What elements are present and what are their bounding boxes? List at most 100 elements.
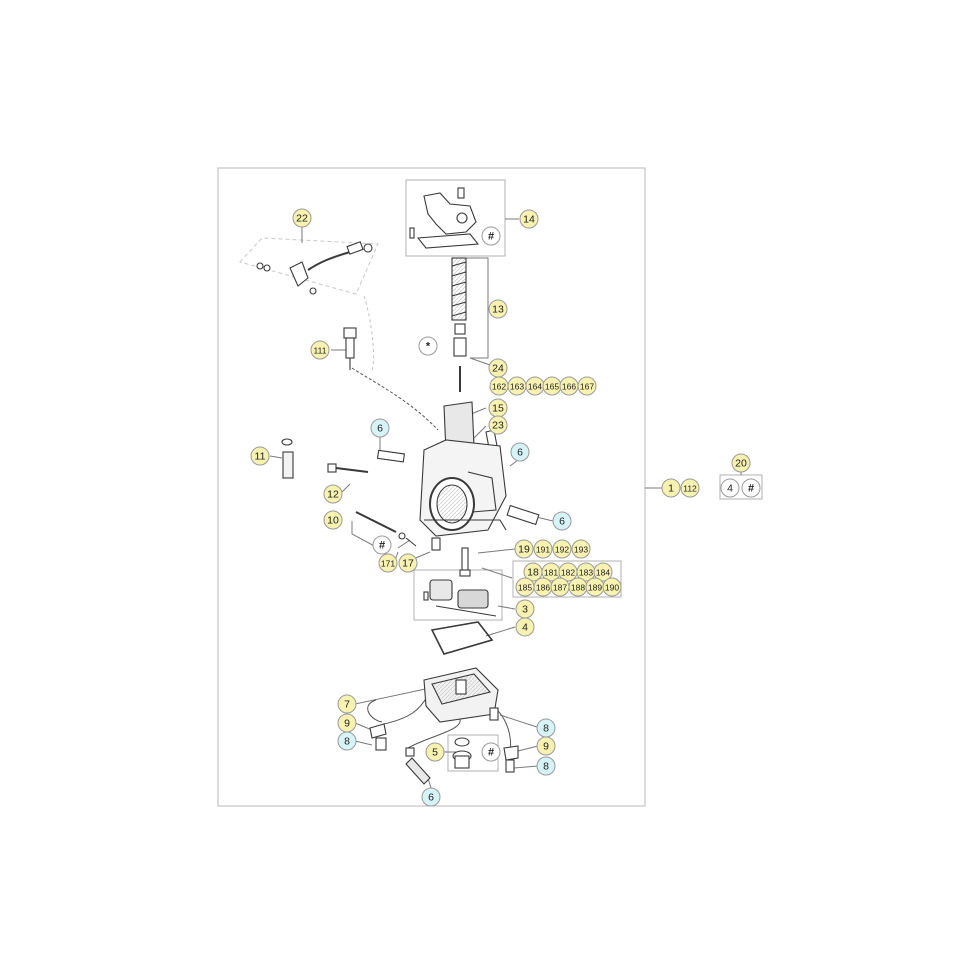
callout-label: *: [426, 341, 431, 353]
callout-label: 13: [492, 304, 504, 316]
callout-label: 190: [605, 583, 619, 593]
callout-9b: 9: [536, 736, 556, 756]
callout-112: 112: [680, 478, 700, 498]
callout-label: 183: [579, 568, 593, 578]
jet-17-part: [431, 537, 441, 551]
callout-circle: [488, 415, 508, 435]
callout-6c: 6: [552, 511, 572, 531]
callout-19: 19: [514, 539, 534, 559]
callout-label: 181: [544, 568, 558, 578]
callout-163: 163: [507, 376, 527, 396]
callout-label: 4: [727, 483, 733, 495]
callout-label: 162: [492, 382, 506, 392]
callout-label: 186: [536, 583, 550, 593]
callout-23: 23: [488, 415, 508, 435]
callout-label: 3: [522, 604, 528, 616]
callout-circle: [337, 731, 357, 751]
callout-22: 22: [292, 208, 312, 228]
plug-right-part: [506, 504, 540, 526]
bolt-right-bottom-part: [505, 759, 515, 773]
callout-circle: [593, 562, 613, 582]
callout-label: 22: [296, 213, 308, 225]
part-list-18-box: [512, 560, 622, 598]
callout-label: 6: [559, 516, 565, 528]
callout-3: 3: [515, 599, 535, 619]
idle-screw-part: [343, 327, 357, 370]
callout-label: 8: [344, 736, 350, 748]
callout-label: 111: [314, 346, 327, 356]
callout-circle: [577, 376, 597, 396]
callout-167: 167: [577, 376, 597, 396]
callout-label: 10: [327, 515, 339, 527]
screw-11-part: [281, 438, 294, 479]
clip-left-part: [369, 723, 387, 739]
callout-8a: 8: [337, 731, 357, 751]
callout-label: 193: [574, 545, 588, 555]
callout-label: #: [488, 231, 494, 243]
callout-label: #: [488, 747, 494, 759]
callout-192: 192: [552, 539, 572, 559]
callout-5: 5: [425, 742, 445, 762]
callout-label: 6: [517, 447, 523, 459]
callout-165: 165: [542, 376, 562, 396]
float-part: [423, 579, 497, 617]
callout-193: 193: [571, 539, 591, 559]
callout-6d: 6: [421, 787, 441, 807]
callout-circle: [370, 418, 390, 438]
callout-label: 166: [562, 382, 576, 392]
slide-spring-part: [451, 257, 467, 392]
callout-8b: 8: [536, 718, 556, 738]
callout-14h: #: [481, 226, 501, 246]
callout-label: 163: [510, 382, 524, 392]
callout-label: 18: [527, 567, 539, 579]
callout-circle: [720, 478, 740, 498]
drain-plug-part: [452, 737, 472, 769]
callout-20a: 4: [720, 478, 740, 498]
throttle-cap-part: [409, 187, 480, 249]
callout-162: 162: [489, 376, 509, 396]
callout-label: 19: [518, 544, 530, 556]
callout-189: 189: [585, 577, 605, 597]
callout-circle: [602, 577, 622, 597]
callout-13: 13: [488, 299, 508, 319]
callout-8c: 8: [536, 756, 556, 776]
callout-label: 12: [327, 489, 339, 501]
cable-box: [239, 237, 379, 295]
throttle-cap-box: [405, 179, 506, 257]
callout-label: #: [748, 483, 754, 495]
callout-label: 182: [561, 568, 575, 578]
callout-label: 11: [255, 451, 266, 463]
float-bowl-gasket-part: [430, 621, 494, 655]
callout-circle: [519, 209, 539, 229]
callout-label: 112: [683, 484, 697, 494]
callout-label: 6: [428, 792, 434, 804]
callout-label: 9: [344, 718, 350, 730]
callout-star: *: [418, 336, 438, 356]
callout-circle: [337, 694, 357, 714]
callout-circle: [488, 299, 508, 319]
callout-166: 166: [559, 376, 579, 396]
callout-17: 17: [398, 553, 418, 573]
callout-circle: [552, 511, 572, 531]
callout-20: 20: [731, 453, 751, 473]
callout-label: 188: [571, 583, 585, 593]
callout-10h: #: [372, 535, 392, 555]
clip-right-part: [503, 745, 519, 761]
callout-label: 17: [402, 558, 414, 570]
callout-circle: [481, 226, 501, 246]
float-box: [413, 569, 503, 621]
plug-part: [376, 449, 406, 463]
callout-label: 7: [344, 699, 350, 711]
bolt-right-top-part: [489, 707, 499, 721]
callout-10: 10: [323, 510, 343, 530]
callout-label: 6: [377, 423, 383, 435]
callout-186: 186: [533, 577, 553, 597]
callout-188: 188: [568, 577, 588, 597]
air-screw-part: [355, 511, 417, 547]
callout-191: 191: [533, 539, 553, 559]
callout-circle: [398, 553, 418, 573]
callout-9a: 9: [337, 713, 357, 733]
callout-label: 24: [492, 363, 504, 375]
